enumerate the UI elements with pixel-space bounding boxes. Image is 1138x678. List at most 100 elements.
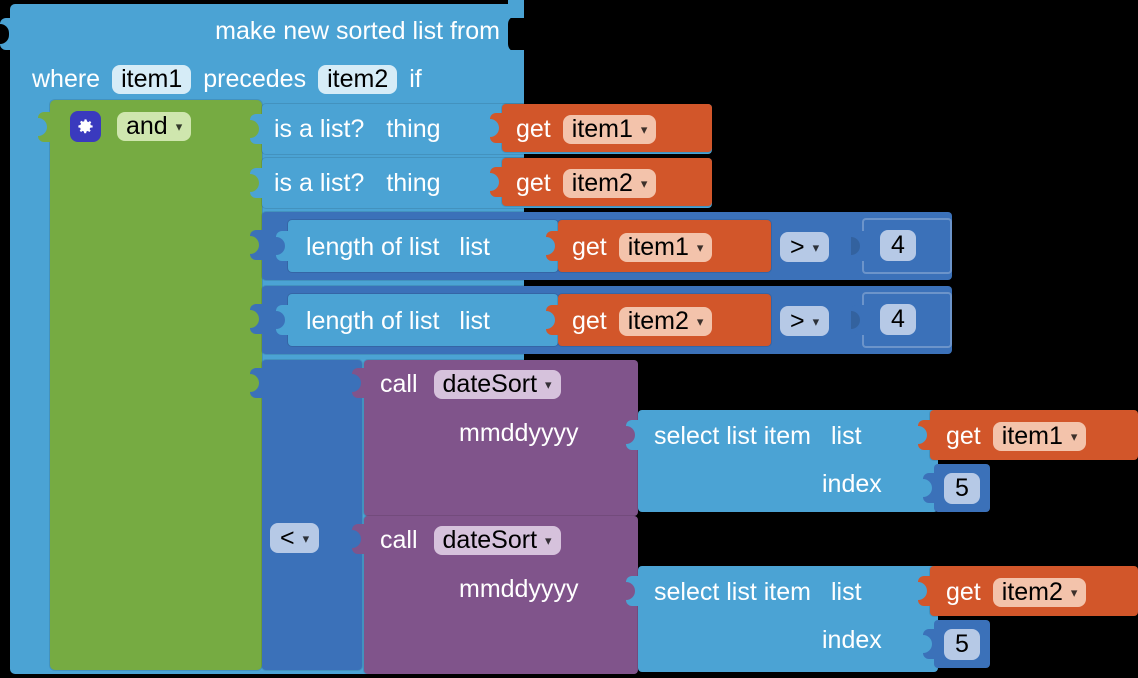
call-procedure-block-2-plug-notch xyxy=(352,530,361,548)
get-variable-block-6-plug-notch xyxy=(918,582,927,600)
is-a-list-label-1: is a list? xyxy=(274,114,365,143)
get-label-4: get xyxy=(572,306,607,335)
chevron-down-icon: ▾ xyxy=(812,239,820,255)
variable-dropdown-5[interactable]: item1 ▾ xyxy=(992,421,1087,451)
if-label: if xyxy=(409,64,422,93)
variable-name-5: item1 xyxy=(1001,421,1063,450)
outer-block-right-edge-2 xyxy=(508,50,524,74)
comparison-operator-3: < xyxy=(280,523,295,552)
length-of-list-label-1: length of list xyxy=(306,232,440,261)
chevron-down-icon: ▾ xyxy=(1070,584,1078,600)
variable-dropdown-4[interactable]: item2 ▾ xyxy=(618,306,713,336)
select-index-label-2: index xyxy=(822,626,882,654)
item2-param-field[interactable]: item2 xyxy=(318,64,398,94)
select-list-item-block-2-row: select list item list xyxy=(654,576,862,608)
variable-dropdown-6[interactable]: item2 ▾ xyxy=(992,577,1087,607)
and-operator-label: and xyxy=(126,111,168,140)
outer-block-right-notch xyxy=(508,16,524,52)
and-operator-dropdown[interactable]: and ▾ xyxy=(117,111,192,141)
number-block-1-plug-notch xyxy=(851,237,860,255)
get-variable-block-1-row: get item1 ▾ xyxy=(516,113,657,145)
comparison-operator-dropdown-2[interactable]: > ▾ xyxy=(780,306,830,336)
chevron-down-icon: ▾ xyxy=(302,530,310,546)
select-list-item-block-2[interactable] xyxy=(638,566,938,672)
procedure-dropdown-1[interactable]: dateSort ▾ xyxy=(433,369,561,399)
comparison-operator-2: > xyxy=(790,306,805,335)
where-label: where xyxy=(32,64,101,93)
select-list-item-label-2: select list item xyxy=(654,577,811,606)
gear-icon[interactable] xyxy=(70,110,101,142)
variable-name-3: item1 xyxy=(627,232,689,261)
compare-block-2-plug-notch xyxy=(250,310,259,328)
and-block-header: and ▾ xyxy=(70,110,192,142)
variable-dropdown-1[interactable]: item1 ▾ xyxy=(562,114,657,144)
get-variable-block-2-plug-notch xyxy=(490,173,499,191)
variable-name-2: item2 xyxy=(571,168,633,197)
comparison-operator-1: > xyxy=(790,232,805,261)
number-value-1[interactable]: 4 xyxy=(880,230,916,261)
chevron-down-icon: ▾ xyxy=(640,175,648,191)
chevron-down-icon: ▾ xyxy=(545,532,552,548)
length-of-list-block-2[interactable] xyxy=(288,294,558,346)
select-list-item-block-1[interactable] xyxy=(638,410,938,512)
sorted-list-title: make new sorted list from xyxy=(215,16,500,45)
is-a-list-block-2-plug-notch xyxy=(250,174,259,192)
outer-block-output-plug-notch xyxy=(0,24,9,44)
get-variable-block-5-plug-notch xyxy=(918,426,927,444)
variable-dropdown-3[interactable]: item1 ▾ xyxy=(618,232,713,262)
sorted-list-title-row: make new sorted list from xyxy=(20,12,500,50)
compare-block-3[interactable] xyxy=(262,360,362,670)
length-of-list-block-1[interactable] xyxy=(288,220,558,272)
procedure-arg-label-2: mmddyyyy xyxy=(459,575,579,603)
call-procedure-block-1-header: call dateSort ▾ xyxy=(380,368,561,400)
procedure-arg-label-1: mmddyyyy xyxy=(459,419,579,447)
is-a-list-block-1-plug-notch xyxy=(250,120,259,138)
compare-block-1-plug-notch xyxy=(250,236,259,254)
and-block[interactable] xyxy=(50,100,262,670)
comparison-operator-dropdown-3[interactable]: < ▾ xyxy=(270,523,320,553)
list-socket-label-1: list xyxy=(459,232,490,261)
item1-param-field[interactable]: item1 xyxy=(112,64,192,94)
select-list-socket-label-2: list xyxy=(830,577,862,606)
length-of-list-block-2-row: length of list list xyxy=(306,305,490,337)
length-of-list-block-2-plug-notch xyxy=(276,311,285,329)
index-number-value-2[interactable]: 5 xyxy=(944,629,980,660)
get-label-6: get xyxy=(946,577,981,606)
chevron-down-icon: ▾ xyxy=(1070,428,1078,444)
chevron-down-icon: ▾ xyxy=(696,239,704,255)
select-list-socket-label-1: list xyxy=(830,421,862,450)
get-variable-block-6-row: get item2 ▾ xyxy=(946,576,1087,608)
call-procedure-block-2-header: call dateSort ▾ xyxy=(380,524,561,556)
comparison-operator-dropdown-1[interactable]: > ▾ xyxy=(780,232,830,262)
list-socket-label-2: list xyxy=(459,306,490,335)
chevron-down-icon: ▾ xyxy=(545,376,552,392)
sorted-list-where-row: where item1 precedes item2 if xyxy=(32,62,422,96)
index-number-block-1-plug-notch xyxy=(923,479,932,497)
get-label-1: get xyxy=(516,114,551,143)
number-value-2[interactable]: 4 xyxy=(880,304,916,335)
get-variable-block-3-row: get item1 ▾ xyxy=(572,231,713,263)
call-label-1: call xyxy=(380,369,418,398)
get-variable-block-1-plug-notch xyxy=(490,119,499,137)
variable-name-1: item1 xyxy=(571,114,633,143)
compare-block-3-plug-notch xyxy=(250,374,259,392)
get-variable-block-2-row: get item2 ▾ xyxy=(516,167,657,199)
variable-name-6: item2 xyxy=(1001,577,1063,606)
get-label-3: get xyxy=(572,232,607,261)
variable-dropdown-2[interactable]: item2 ▾ xyxy=(562,168,657,198)
length-of-list-block-1-row: length of list list xyxy=(306,231,490,263)
and-block-output-plug-notch xyxy=(38,118,47,136)
index-number-value-1[interactable]: 5 xyxy=(944,473,980,504)
select-list-item-block-1-row: select list item list xyxy=(654,420,862,452)
procedure-dropdown-2[interactable]: dateSort ▾ xyxy=(433,525,561,555)
outer-block-right-edge xyxy=(508,0,524,18)
get-label-2: get xyxy=(516,168,551,197)
is-a-list-block-2-row: is a list? thing xyxy=(274,167,441,199)
procedure-name-2: dateSort xyxy=(442,525,538,554)
chevron-down-icon: ▾ xyxy=(696,313,704,329)
thing-socket-label-2: thing xyxy=(386,168,441,197)
index-number-block-2-plug-notch xyxy=(923,635,932,653)
procedure-name-1: dateSort xyxy=(442,369,538,398)
precedes-label: precedes xyxy=(203,64,307,93)
